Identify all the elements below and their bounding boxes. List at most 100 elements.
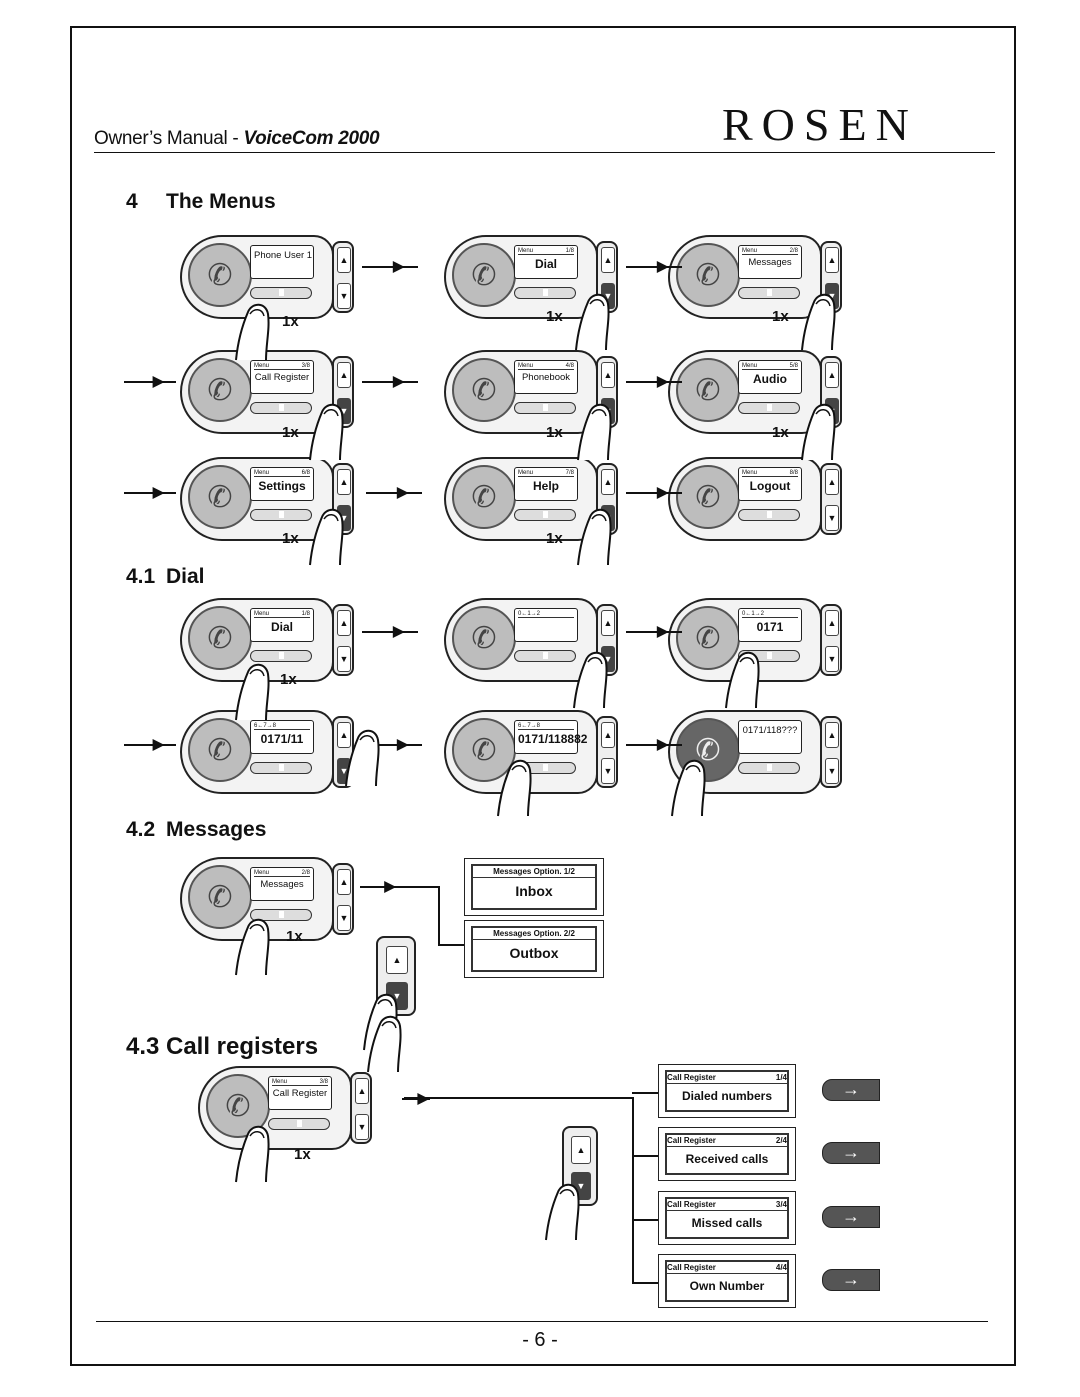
screen-title: 6←7→8 <box>518 723 541 729</box>
connector-line <box>632 1155 658 1157</box>
screen-title: 6←7→8 <box>254 723 277 729</box>
softkeys[interactable] <box>250 402 312 414</box>
register-title: Call Register <box>667 1073 716 1082</box>
softkeys[interactable] <box>268 1118 330 1130</box>
softkeys[interactable] <box>250 762 312 774</box>
softkeys[interactable] <box>514 402 576 414</box>
register-position: 3/4 <box>775 1200 787 1209</box>
option-value[interactable]: Inbox <box>515 883 553 899</box>
softkey-arrow-icon[interactable]: → <box>822 1142 880 1164</box>
screen-title: Menu <box>518 248 534 254</box>
register-value[interactable]: Own Number <box>689 1279 765 1293</box>
phone-button[interactable]: ✆ <box>452 606 516 670</box>
up-button[interactable]: ▲ <box>337 247 351 273</box>
device-screen: 6←7→8 0171/118882 <box>514 720 588 754</box>
up-button[interactable]: ▲ <box>825 247 839 273</box>
phone-button[interactable]: ✆ <box>188 465 252 529</box>
connector-line <box>632 1097 634 1283</box>
up-button[interactable]: ▲ <box>337 362 351 388</box>
softkeys[interactable] <box>250 287 312 299</box>
up-button[interactable]: ▲ <box>601 722 615 748</box>
softkeys[interactable] <box>738 402 800 414</box>
device: ✆0171/118???▲▼ <box>668 710 848 794</box>
phone-button[interactable]: ✆ <box>676 358 740 422</box>
phone-button[interactable]: ✆ <box>676 243 740 307</box>
screen-title: Menu <box>254 470 270 476</box>
phone-button[interactable]: ✆ <box>676 465 740 529</box>
softkeys[interactable] <box>514 287 576 299</box>
nav-rocker: ▲▼ <box>332 863 354 935</box>
down-button[interactable]: ▼ <box>337 646 351 672</box>
up-button[interactable]: ▲ <box>825 610 839 636</box>
up-button[interactable]: ▲ <box>601 469 615 495</box>
register-value[interactable]: Missed calls <box>691 1216 763 1230</box>
connector-line <box>632 1282 658 1284</box>
softkeys[interactable] <box>250 650 312 662</box>
down-button[interactable]: ▼ <box>825 646 839 672</box>
flow-arrow <box>626 375 682 389</box>
device-screen: 0171/118??? <box>738 720 802 754</box>
down-button[interactable]: ▼ <box>825 505 839 531</box>
softkeys[interactable] <box>514 650 576 662</box>
header-rule <box>94 152 995 153</box>
down-button[interactable]: ▼ <box>355 1114 369 1140</box>
down-button[interactable]: ▼ <box>601 758 615 784</box>
softkeys[interactable] <box>738 287 800 299</box>
flow-arrow <box>402 1092 430 1106</box>
up-button[interactable]: ▲ <box>337 869 351 895</box>
screen-position: 3/8 <box>301 363 310 369</box>
down-button[interactable]: ▼ <box>337 283 351 309</box>
flow-arrow <box>626 260 682 274</box>
phone-button[interactable]: ✆ <box>188 865 252 929</box>
register-position: 2/4 <box>775 1136 787 1145</box>
up-button[interactable]: ▲ <box>601 610 615 636</box>
phone-button[interactable]: ✆ <box>452 243 516 307</box>
up-button[interactable]: ▲ <box>601 362 615 388</box>
phone-button[interactable]: ✆ <box>452 358 516 422</box>
up-button[interactable]: ▲ <box>337 469 351 495</box>
screen-value: Audio <box>753 372 787 386</box>
register-value[interactable]: Received calls <box>685 1152 769 1166</box>
phone-button[interactable]: ✆ <box>188 358 252 422</box>
phone-button[interactable]: ✆ <box>188 243 252 307</box>
option-value[interactable]: Outbox <box>509 945 559 961</box>
register-value[interactable]: Dialed numbers <box>681 1089 773 1103</box>
softkeys[interactable] <box>738 509 800 521</box>
screen-value: 0171/118882 <box>518 732 588 746</box>
press-count: 1x <box>546 424 563 441</box>
phone-button[interactable]: ✆ <box>206 1074 270 1138</box>
up-button[interactable]: ▲ <box>337 722 351 748</box>
up-button[interactable]: ▲ <box>337 610 351 636</box>
up-button[interactable]: ▲ <box>825 722 839 748</box>
screen-value: Phonebook <box>521 372 571 383</box>
up-button[interactable]: ▲ <box>355 1078 369 1104</box>
softkey-arrow-icon[interactable]: → <box>822 1269 880 1291</box>
up-button[interactable]: ▲ <box>601 247 615 273</box>
softkey-arrow-icon[interactable]: → <box>822 1206 880 1228</box>
up-button[interactable]: ▲ <box>825 469 839 495</box>
softkey-arrow-icon[interactable]: → <box>822 1079 880 1101</box>
softkeys[interactable] <box>250 509 312 521</box>
down-button[interactable]: ▼ <box>825 758 839 784</box>
softkeys[interactable] <box>250 909 312 921</box>
finger-press-icon <box>574 400 620 467</box>
phone-button[interactable]: ✆ <box>452 465 516 529</box>
up-button[interactable]: ▲ <box>825 362 839 388</box>
down-button[interactable]: ▼ <box>337 905 351 931</box>
softkeys[interactable] <box>738 762 800 774</box>
phone-button[interactable]: ✆ <box>188 718 252 782</box>
softkeys[interactable] <box>514 509 576 521</box>
